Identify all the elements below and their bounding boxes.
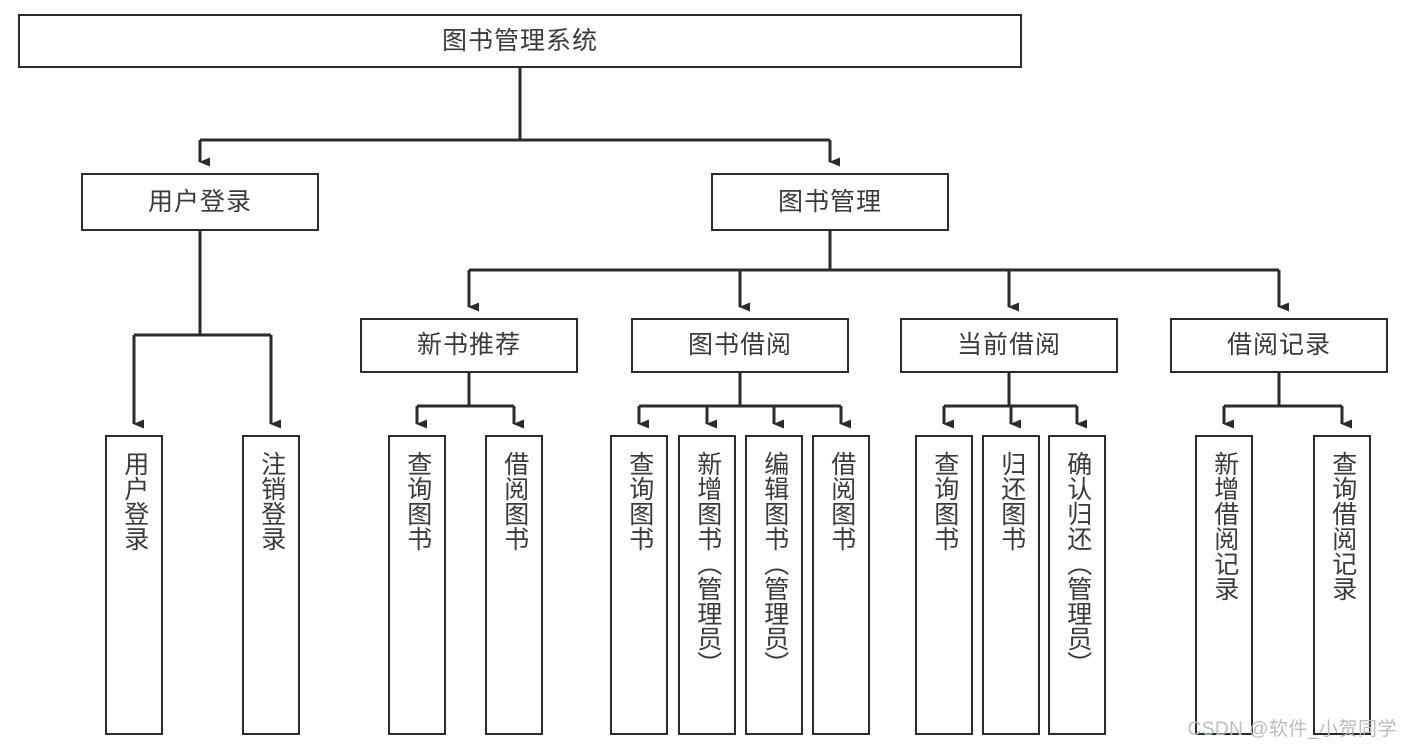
node-leaf-2-label: 注销登录 xyxy=(257,451,286,551)
node-leaf-7-label: 编辑图书（管理员） xyxy=(760,451,789,676)
node-leaf-3[interactable]: 查询图书 xyxy=(388,435,446,735)
node-leaf-4-label: 借阅图书 xyxy=(500,451,529,551)
node-level3-4[interactable]: 借阅记录 xyxy=(1170,318,1388,373)
node-leaf-11[interactable]: 确认归还（管理员） xyxy=(1048,435,1106,735)
node-leaf-12[interactable]: 新增借阅记录 xyxy=(1195,435,1253,735)
node-leaf-1[interactable]: 用户登录 xyxy=(105,435,163,735)
node-level3-1[interactable]: 新书推荐 xyxy=(360,318,578,373)
node-root-label: 图书管理系统 xyxy=(441,26,598,55)
node-level3-1-label: 新书推荐 xyxy=(416,331,521,360)
node-level2-2[interactable]: 图书管理 xyxy=(711,173,949,231)
node-leaf-4[interactable]: 借阅图书 xyxy=(485,435,543,735)
node-level3-3[interactable]: 当前借阅 xyxy=(900,318,1118,373)
node-root-system[interactable]: 图书管理系统 xyxy=(18,14,1022,68)
node-leaf-11-label: 确认归还（管理员） xyxy=(1063,451,1092,676)
node-level2-1-label: 用户登录 xyxy=(147,187,252,216)
node-level3-2-label: 图书借阅 xyxy=(687,331,792,360)
node-leaf-10[interactable]: 归还图书 xyxy=(982,435,1040,735)
node-leaf-12-label: 新增借阅记录 xyxy=(1210,451,1239,601)
node-leaf-2[interactable]: 注销登录 xyxy=(242,435,300,735)
node-leaf-13[interactable]: 查询借阅记录 xyxy=(1313,435,1371,735)
node-leaf-6-label: 新增图书（管理员） xyxy=(693,451,722,676)
node-leaf-7[interactable]: 编辑图书（管理员） xyxy=(745,435,803,735)
node-leaf-6[interactable]: 新增图书（管理员） xyxy=(678,435,736,735)
node-leaf-8[interactable]: 借阅图书 xyxy=(812,435,870,735)
node-level3-3-label: 当前借阅 xyxy=(956,331,1061,360)
watermark-text: CSDN @软件_小贺同学 xyxy=(1187,719,1397,740)
node-leaf-5[interactable]: 查询图书 xyxy=(610,435,668,735)
node-leaf-10-label: 归还图书 xyxy=(997,451,1026,551)
node-leaf-5-label: 查询图书 xyxy=(625,451,654,551)
node-level3-4-label: 借阅记录 xyxy=(1226,331,1331,360)
node-level3-2[interactable]: 图书借阅 xyxy=(631,318,849,373)
node-level2-1[interactable]: 用户登录 xyxy=(81,173,319,231)
node-leaf-9[interactable]: 查询图书 xyxy=(915,435,973,735)
node-leaf-3-label: 查询图书 xyxy=(403,451,432,551)
node-level2-2-label: 图书管理 xyxy=(777,187,882,216)
node-leaf-8-label: 借阅图书 xyxy=(827,451,856,551)
node-leaf-9-label: 查询图书 xyxy=(930,451,959,551)
node-leaf-13-label: 查询借阅记录 xyxy=(1328,451,1357,601)
node-leaf-1-label: 用户登录 xyxy=(120,451,149,551)
